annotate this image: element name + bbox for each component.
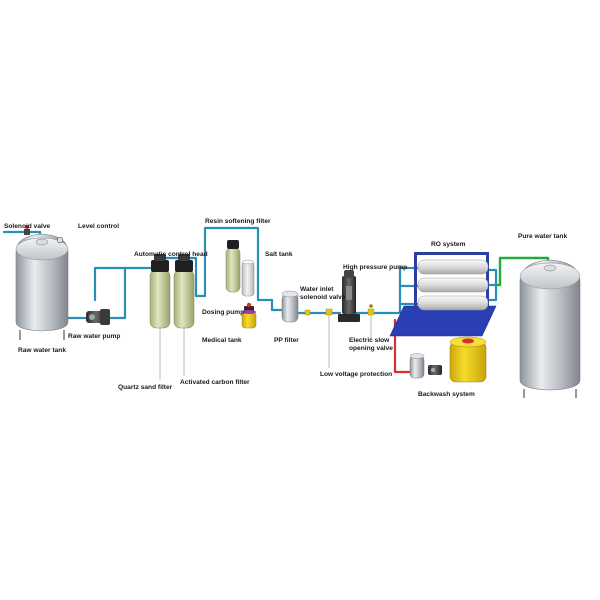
inline-valve [304,309,311,316]
pp-filter [281,290,299,323]
label-medical-tank: Medical tank [202,337,242,344]
medical-tank [241,310,257,329]
label-high-pressure-pump: High pressure pump [343,264,407,271]
ro-system [389,252,497,337]
ro-base-platform [389,305,497,337]
label-automatic-control-head: Automatic control head [134,251,208,258]
label-quartz-sand-filter: Quartz sand filter [118,384,173,391]
quartz-sand-filter [149,254,171,329]
electric-slow-opening-valve [367,304,375,316]
label-water-inlet-line-1: Water inlet [300,286,334,293]
label-pure-water-tank: Pure water tank [518,233,567,240]
ro-membrane-3 [417,295,489,311]
level-control-sensor [56,236,64,244]
backwash-filter-housing [409,353,425,379]
activated-carbon-filter [173,254,195,329]
label-level-control: Level control [78,223,119,230]
label-activated-carbon-filter: Activated carbon filter [180,379,250,386]
raw-water-tank [15,233,69,340]
label-solenoid-valve: Solenoid valve [4,223,51,230]
high-pressure-pump [338,270,360,322]
backwash-tank [449,336,487,383]
resin-softening-filter [225,240,241,293]
label-ro-system: RO system [431,241,466,248]
label-electric-slow-line-2: opening valve [349,345,393,352]
solenoid-valve [24,225,30,235]
backwash-system [409,336,487,383]
label-backwash-system: Backwash system [418,391,475,398]
ro-membrane-2 [417,277,489,293]
label-raw-water-pump: Raw water pump [68,333,120,340]
salt-tank [241,259,255,297]
label-resin-softening-filter: Resin softening filter [205,218,271,225]
raw-water-pump [86,309,110,325]
label-low-voltage-protection: Low voltage protection [320,371,392,378]
carbon-to-softener-pipe [186,226,274,302]
ro-membrane-1 [417,259,489,275]
label-raw-water-tank: Raw water tank [18,347,66,354]
backwash-pump [428,365,442,375]
label-pp-filter: PP filter [274,337,299,344]
label-water-inlet-line-2: solenoid valve [300,294,346,301]
label-dosing-pump: Dosing pump [202,309,244,316]
water-inlet-solenoid-valve [325,308,333,316]
pure-water-tank [519,259,581,398]
leader-lines [159,295,372,380]
label-electric-slow-line-1: Electric slow [349,337,390,344]
label-salt-tank: Salt tank [265,251,293,258]
